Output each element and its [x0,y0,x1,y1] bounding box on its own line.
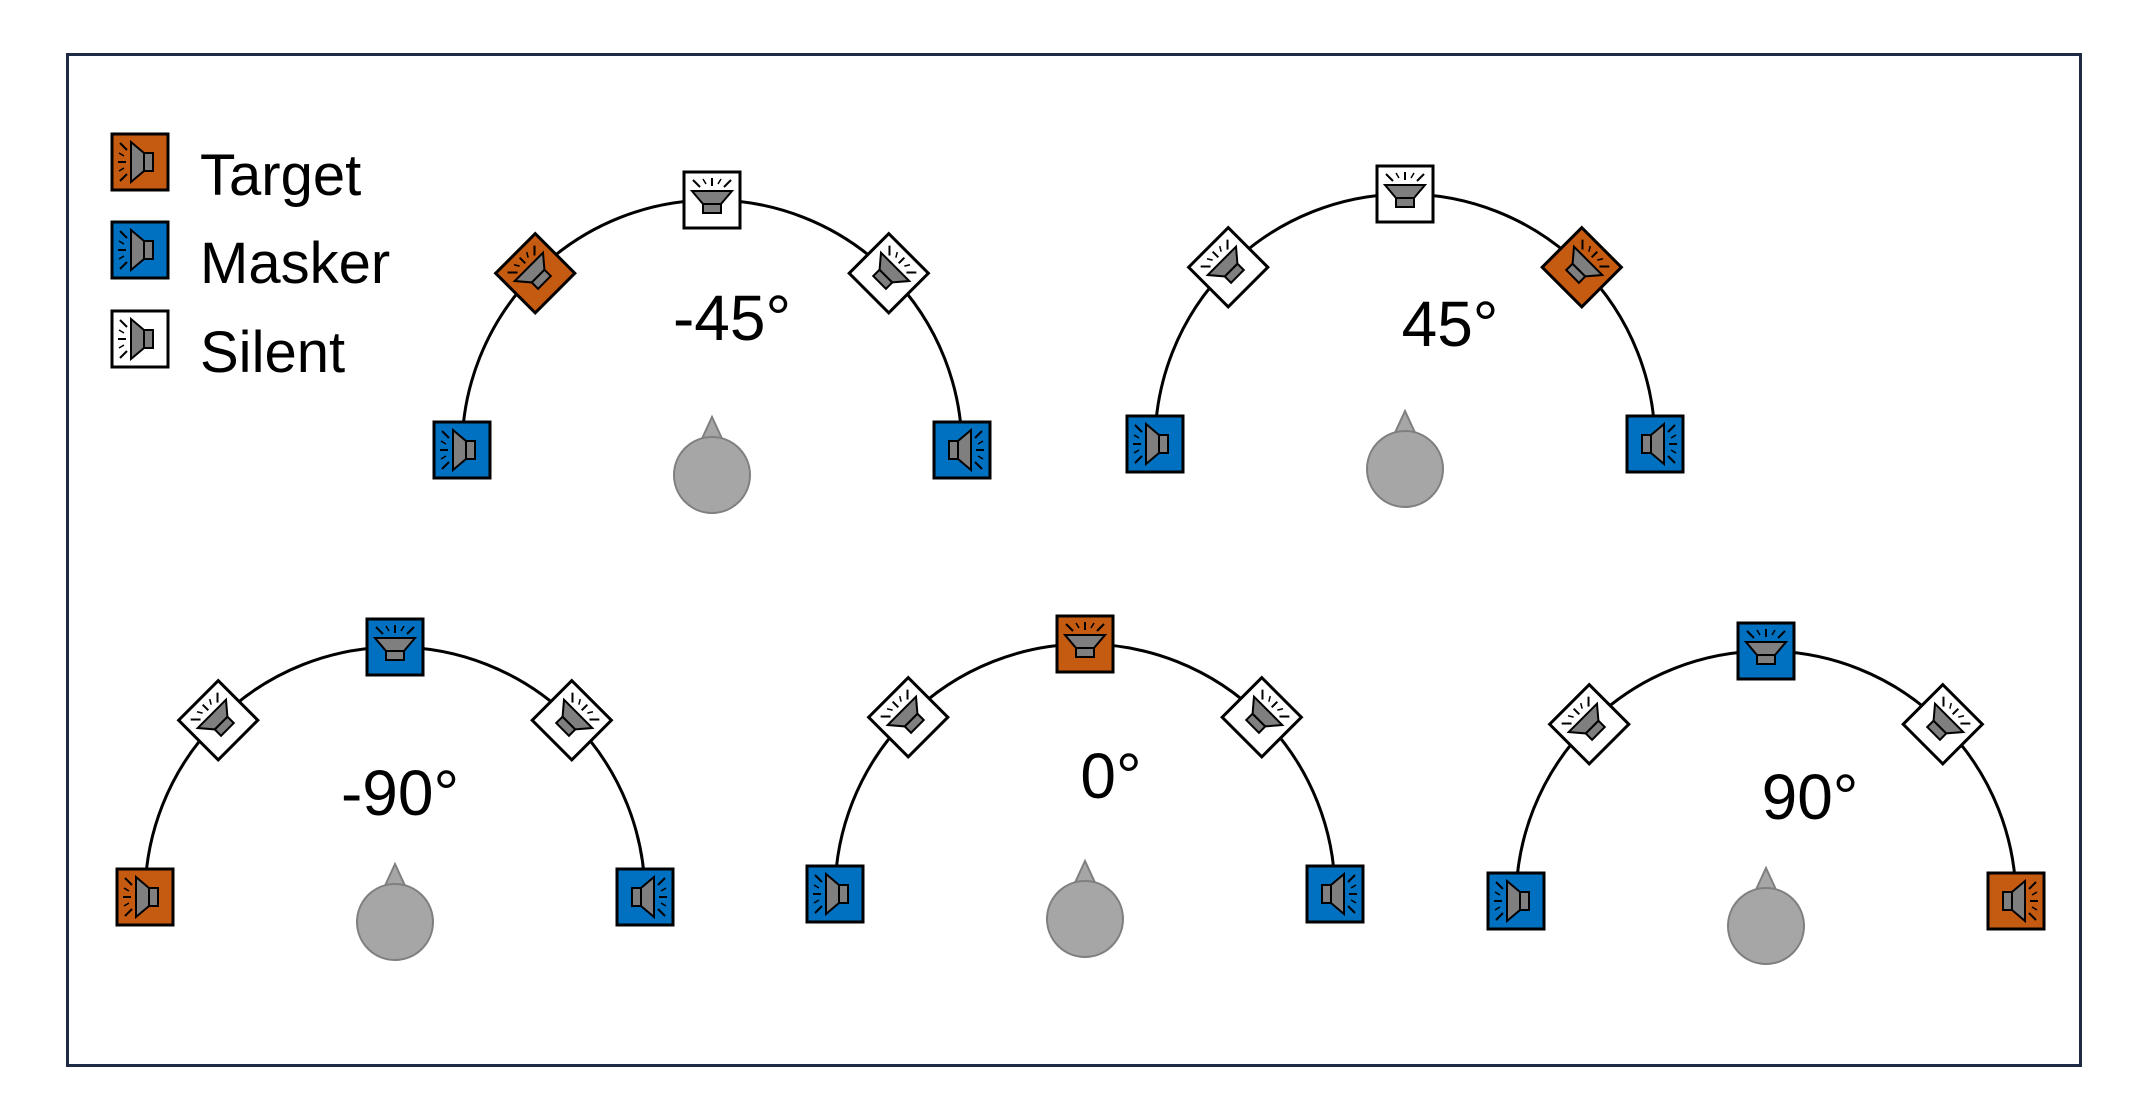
configuration-angle-label: 45° [1402,288,1499,360]
legend-item-masker: Masker [110,220,390,296]
legend-label-masker: Masker [200,231,390,296]
silent-speaker [866,675,950,759]
masker-speaker [615,867,675,927]
configuration-angle-label: -45° [673,282,791,354]
listener-head-icon [673,414,751,514]
masker-speaker [1736,621,1796,681]
legend-item-silent: Silent [110,309,345,385]
target-legend-swatch [110,132,170,192]
configuration-angle-label: 0° [1080,740,1141,812]
silent-speaker [530,678,614,762]
masker-speaker [932,420,992,480]
masker-speaker-icon [110,220,170,280]
legend-item-target: Target [110,132,361,208]
silent-speaker [1186,225,1270,309]
configuration-3: -90° [115,617,675,961]
masker-speaker [805,864,865,924]
listener-head-icon [1366,408,1444,508]
masker-speaker [365,617,425,677]
silent-speaker [847,231,931,315]
configuration-angle-label: 90° [1762,761,1859,833]
target-speaker [1055,614,1115,674]
silent-legend-swatch [110,309,170,369]
masker-speaker [432,420,492,480]
target-speaker-icon [110,132,170,192]
configuration-2: 45° [1125,164,1685,508]
target-speaker [1540,225,1624,309]
masker-speaker [1625,414,1685,474]
target-speaker [1986,871,2046,931]
silent-speaker [682,170,742,230]
target-speaker [493,231,577,315]
legend-label-silent: Silent [200,320,345,385]
masker-speaker [1305,864,1365,924]
silent-speaker [1901,682,1985,766]
masker-speaker [1125,414,1185,474]
listener-head-icon [1046,858,1124,958]
configurations: -45° 45° -90° 0° 90° [115,164,2046,965]
silent-speaker [176,678,260,762]
target-speaker [115,867,175,927]
masker-speaker [1486,871,1546,931]
listener-head-icon [356,861,434,961]
masker-legend-swatch [110,220,170,280]
listener-head-icon [1727,865,1805,965]
legend: Target Masker Silent [110,132,390,385]
silent-speaker [1220,675,1304,759]
configuration-1: -45° [432,170,992,514]
silent-speaker-icon [110,309,170,369]
legend-label-target: Target [200,143,361,208]
configuration-4: 0° [805,614,1365,958]
configuration-5: 90° [1486,621,2046,965]
silent-speaker [1547,682,1631,766]
silent-speaker [1375,164,1435,224]
configuration-angle-label: -90° [341,757,459,829]
